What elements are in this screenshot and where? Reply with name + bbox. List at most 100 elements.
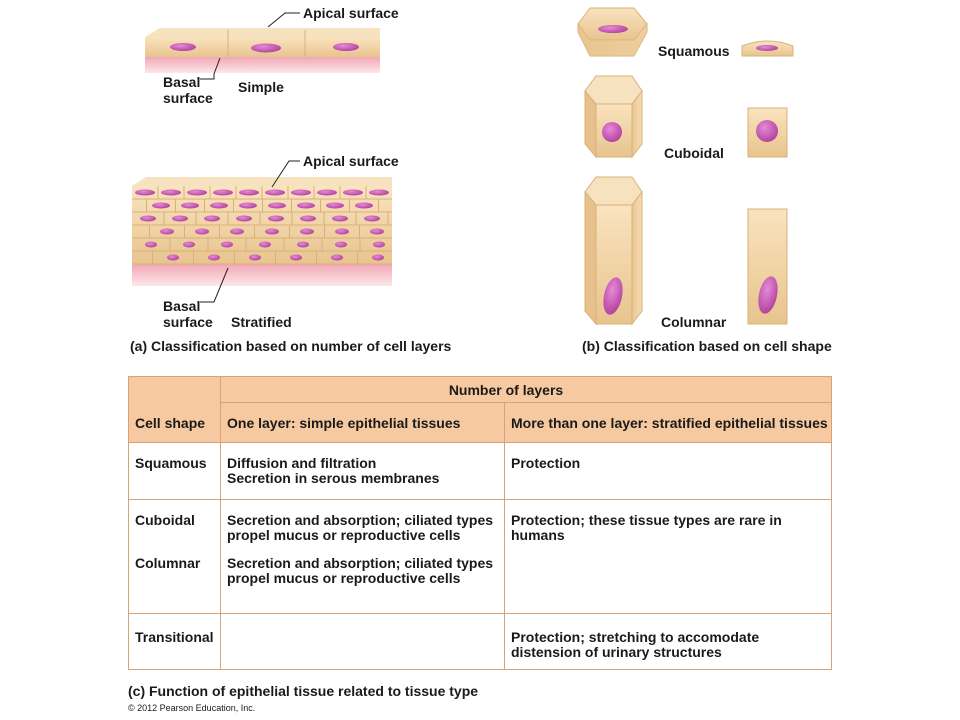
- header-number-of-layers: Number of layers: [448, 382, 564, 398]
- header-one-layer: One layer: simple epithelial tissues: [227, 415, 461, 431]
- columnar-label: Columnar: [661, 314, 727, 330]
- grid-line: [129, 442, 831, 443]
- row-cuboidal-simple-line1: Secretion and absorption; ciliated types: [227, 512, 494, 528]
- row-squamous-stratified-line1: Protection: [511, 455, 581, 471]
- nucleus: [167, 254, 179, 261]
- nucleus: [369, 189, 389, 196]
- row-squamous-simple-line1: Diffusion and filtration: [227, 455, 377, 471]
- nucleus: [204, 215, 220, 222]
- nucleus: [152, 202, 170, 209]
- nucleus: [213, 189, 233, 196]
- nucleus: [332, 215, 348, 222]
- row-shape-cuboidal: Cuboidal: [135, 512, 195, 528]
- row-cuboidal-stratified-line2: humans: [511, 527, 565, 543]
- nucleus: [145, 241, 157, 248]
- nucleus: [221, 241, 233, 248]
- row-cuboidal-simple-line2: propel mucus or reproductive cells: [227, 527, 461, 543]
- nucleus: [598, 25, 628, 33]
- columnar-cell-section: [747, 208, 788, 325]
- nucleus: [291, 189, 311, 196]
- nucleus: [335, 228, 349, 235]
- nucleus: [756, 120, 778, 142]
- header-more-layers-bg: More than one layer: stratified epitheli…: [505, 403, 831, 442]
- stratified-basal-label-line1: Basal: [163, 298, 201, 314]
- nucleus: [331, 254, 343, 261]
- nucleus: [208, 254, 220, 261]
- row-transitional-stratified-line2: distension of urinary structures: [511, 644, 722, 660]
- panel-a-caption: (a) Classification based on number of ce…: [130, 338, 452, 354]
- nucleus: [170, 43, 196, 51]
- panel-b-caption: (b) Classification based on cell shape: [582, 338, 832, 354]
- row-shape-transitional: Transitional: [135, 629, 214, 645]
- nucleus: [602, 122, 622, 142]
- nucleus: [758, 276, 778, 314]
- header-cell-shape-bg: Cell shape: [129, 377, 221, 442]
- nucleus: [230, 228, 244, 235]
- nucleus: [140, 215, 156, 222]
- nucleus: [265, 228, 279, 235]
- nucleus: [172, 215, 188, 222]
- nucleus: [181, 202, 199, 209]
- grid-line: [220, 377, 221, 669]
- grid-line: [129, 613, 831, 614]
- row-columnar-simple-line2: propel mucus or reproductive cells: [227, 570, 461, 586]
- nucleus: [343, 189, 363, 196]
- row-transitional-stratified-line1: Protection; stretching to accomodate: [511, 629, 760, 645]
- nucleus: [251, 43, 281, 53]
- nucleus: [290, 254, 302, 261]
- nucleus: [135, 189, 155, 196]
- row-cuboidal-stratified-line1: Protection; these tissue types are rare …: [511, 512, 782, 528]
- simple-type-label: Simple: [238, 79, 284, 95]
- nucleus: [249, 254, 261, 261]
- nucleus: [183, 241, 195, 248]
- row-shape-squamous: Squamous: [135, 455, 207, 471]
- header-one-layer-bg: One layer: simple epithelial tissues: [221, 403, 505, 442]
- stratified-type-label: Stratified: [231, 314, 292, 330]
- nucleus: [187, 189, 207, 196]
- simple-epithelium: [145, 12, 380, 80]
- columnar-cell-3d: [584, 176, 643, 326]
- nucleus: [268, 202, 286, 209]
- nucleus: [372, 254, 384, 261]
- nucleus: [335, 241, 347, 248]
- nucleus: [259, 241, 271, 248]
- grid-line: [129, 499, 831, 500]
- nucleus: [210, 202, 228, 209]
- nucleus: [160, 228, 174, 235]
- row-squamous-simple-line2: Secretion in serous membranes: [227, 470, 440, 486]
- epithelial-function-table: Cell shape Number of layers One layer: s…: [128, 376, 832, 670]
- nucleus: [300, 215, 316, 222]
- nucleus: [364, 215, 380, 222]
- panel-c-caption: (c) Function of epithelial tissue relate…: [128, 683, 479, 699]
- header-more-layers: More than one layer: stratified epitheli…: [511, 415, 828, 431]
- squamous-cell-3d: [577, 7, 648, 57]
- nucleus: [236, 215, 252, 222]
- nucleus: [326, 202, 344, 209]
- nucleus: [161, 189, 181, 196]
- stratified-epithelium: [132, 160, 392, 303]
- row-shape-columnar: Columnar: [135, 555, 201, 571]
- grid-line: [504, 403, 505, 669]
- nucleus: [370, 228, 384, 235]
- nucleus: [300, 228, 314, 235]
- nucleus: [265, 189, 285, 196]
- nucleus: [603, 277, 623, 315]
- nucleus: [373, 241, 385, 248]
- stratified-basal-label-line2: surface: [163, 314, 213, 330]
- cuboidal-cell-section: [747, 107, 788, 158]
- header-cell-shape: Cell shape: [135, 415, 206, 431]
- nucleus: [195, 228, 209, 235]
- epithelium-illustrations: [132, 7, 794, 326]
- simple-basal-label-line1: Basal: [163, 74, 201, 90]
- nucleus: [355, 202, 373, 209]
- nucleus: [297, 202, 315, 209]
- nucleus: [333, 43, 359, 51]
- nucleus: [297, 241, 309, 248]
- cuboidal-cell-3d: [584, 75, 643, 159]
- nucleus: [239, 202, 257, 209]
- nucleus: [239, 189, 259, 196]
- squamous-cell-section: [741, 40, 794, 57]
- nucleus: [317, 189, 337, 196]
- stratified-apical-label: Apical surface: [303, 153, 399, 169]
- squamous-label: Squamous: [658, 43, 730, 59]
